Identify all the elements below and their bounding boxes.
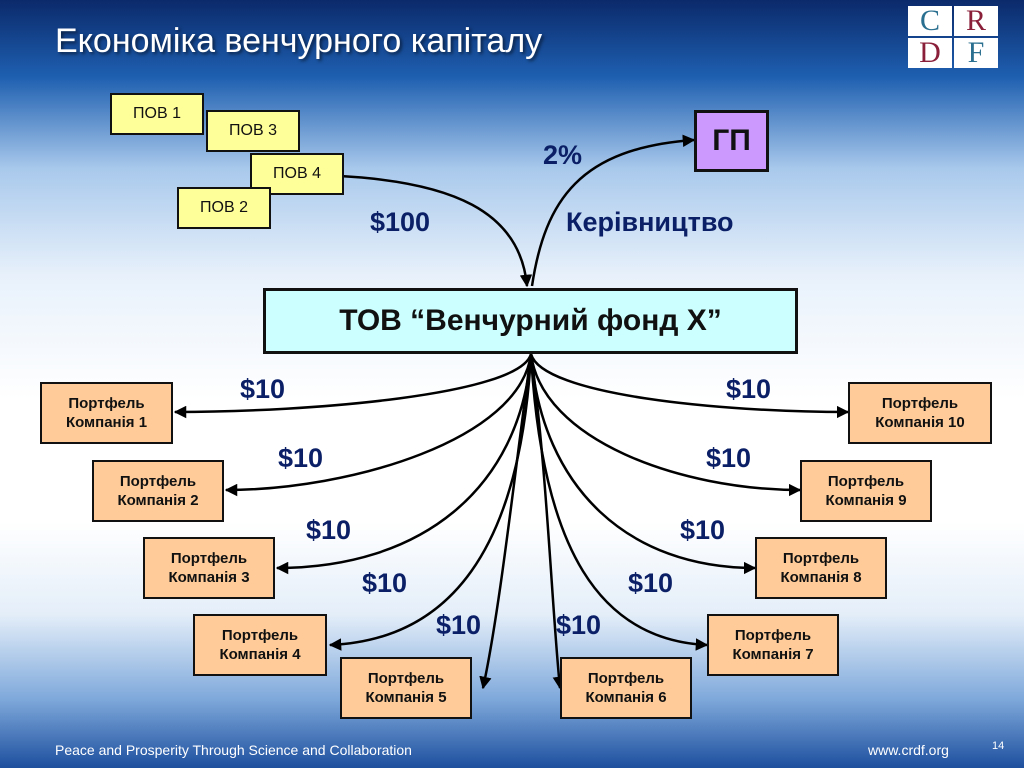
company-label: Компанія 9 xyxy=(825,492,907,509)
website-link[interactable]: www.crdf.org xyxy=(868,742,949,758)
portfolio-company-2: Портфель Компанія 2 xyxy=(92,460,224,522)
amount-label: $10 xyxy=(278,443,324,473)
portfolio-label: Портфель xyxy=(367,670,445,687)
amount-label: $10 xyxy=(556,610,602,640)
fund-box: ТОВ “Венчурний фонд Х” xyxy=(263,288,798,354)
arrow-to-company-6 xyxy=(529,353,566,690)
portfolio-company-10: Портфель Компанія 10 xyxy=(848,382,992,444)
arrow-to-company-8 xyxy=(529,353,757,575)
company-label: Компанія 3 xyxy=(168,569,250,586)
management-label: Керівництво xyxy=(566,207,734,237)
company-label: Компанія 2 xyxy=(117,492,199,509)
portfolio-company-7: Портфель Компанія 7 xyxy=(707,614,839,676)
amount-label: $10 xyxy=(362,568,408,598)
arrow-to-company-7 xyxy=(529,353,709,651)
company-label: Компанія 5 xyxy=(365,689,447,706)
company-label: Компанія 7 xyxy=(732,646,814,663)
fee-label: 2% xyxy=(543,140,583,170)
company-label: Компанія 6 xyxy=(585,689,667,706)
portfolio-company-5: Портфель Компанія 5 xyxy=(340,657,472,719)
portfolio-company-3: Портфель Компанія 3 xyxy=(143,537,275,599)
company-label: Компанія 10 xyxy=(875,414,965,431)
company-label: Компанія 4 xyxy=(219,646,301,663)
logo-letter: R xyxy=(954,6,998,36)
portfolio-label: Портфель xyxy=(68,395,145,412)
logo-letter: D xyxy=(908,38,952,68)
portfolio-label: Портфель xyxy=(221,627,299,644)
arrow-to-company-1 xyxy=(173,353,533,419)
arrow-to-company-10 xyxy=(529,353,850,419)
portfolio-company-9: Портфель Компанія 9 xyxy=(800,460,932,522)
portfolio-company-8: Портфель Компанія 8 xyxy=(755,537,887,599)
lp-box-2: ПОВ 2 xyxy=(177,187,271,229)
investment-label: $100 xyxy=(370,207,431,237)
lp-box-1: ПОВ 1 xyxy=(110,93,204,135)
company-label: Компанія 1 xyxy=(65,414,148,431)
arrow-to-company-5 xyxy=(479,353,533,690)
arrow-to-company-9 xyxy=(529,353,802,497)
amount-label: $10 xyxy=(240,374,286,404)
logo-letter: F xyxy=(954,38,998,68)
arrow-fee-to-gp xyxy=(530,134,696,287)
page-number: 14 xyxy=(992,740,1005,752)
portfolio-company-6: Портфель Компанія 6 xyxy=(560,657,692,719)
arrow-to-company-3 xyxy=(275,353,533,575)
portfolio-label: Портфель xyxy=(734,627,812,644)
footer-tagline: Peace and Prosperity Through Science and… xyxy=(55,742,412,758)
amount-label: $10 xyxy=(680,515,726,545)
portfolio-company-1: Портфель Компанія 1 xyxy=(40,382,173,444)
lp-box-3: ПОВ 3 xyxy=(206,110,300,152)
portfolio-label: Портфель xyxy=(587,670,665,687)
arrow-to-company-4 xyxy=(328,353,533,651)
portfolio-label: Портфель xyxy=(881,395,959,412)
company-label: Компанія 8 xyxy=(780,569,862,586)
portfolio-label: Портфель xyxy=(170,550,248,567)
crdf-logo: C R D F xyxy=(908,6,1000,70)
portfolio-label: Портфель xyxy=(119,473,197,490)
amount-label: $10 xyxy=(436,610,482,640)
logo-letter: C xyxy=(908,6,952,36)
general-partner-box: ГП xyxy=(694,110,769,172)
portfolio-label: Портфель xyxy=(827,473,905,490)
portfolio-label: Портфель xyxy=(782,550,860,567)
amount-label: $10 xyxy=(306,515,352,545)
arrow-to-company-2 xyxy=(224,353,533,497)
amount-label: $10 xyxy=(706,443,752,473)
slide-title: Економіка венчурного капіталу xyxy=(55,22,543,60)
amount-label: $10 xyxy=(726,374,772,404)
amount-label: $10 xyxy=(628,568,674,598)
portfolio-company-4: Портфель Компанія 4 xyxy=(193,614,327,676)
arrow-lp-to-fund xyxy=(339,174,533,288)
